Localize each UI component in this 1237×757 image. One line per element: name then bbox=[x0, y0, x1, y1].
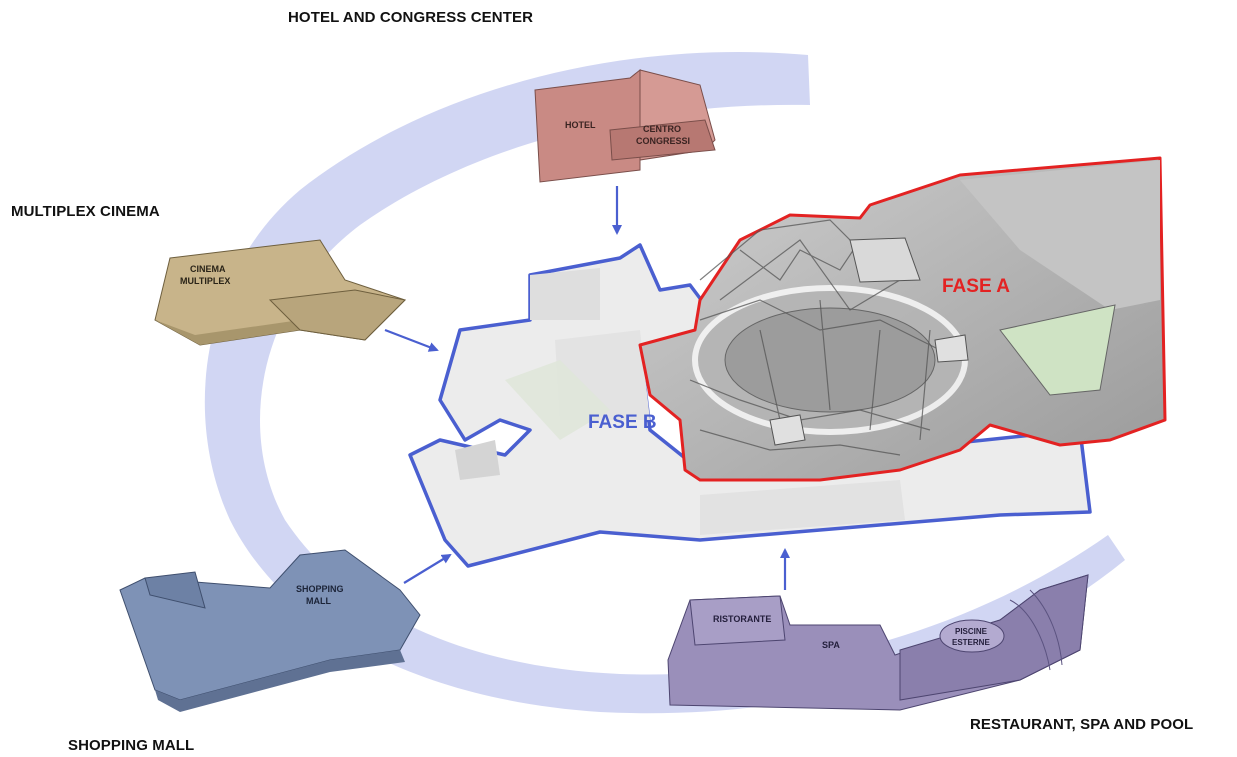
shopping-arrow bbox=[403, 553, 452, 584]
hotel-block: HOTEL CENTRO CONGRESSI bbox=[534, 68, 716, 183]
mall-label: MALL bbox=[306, 596, 331, 606]
multiplex-label: MULTIPLEX bbox=[180, 276, 230, 286]
shopping-block: SHOPPING MALL bbox=[119, 549, 421, 712]
caption-restaurant-spa-pool: RESTAURANT, SPA AND POOL bbox=[970, 716, 1194, 733]
congressi-label: CONGRESSI bbox=[636, 136, 690, 146]
ristorante-label: RISTORANTE bbox=[713, 614, 771, 624]
phase-b-label: FASE B bbox=[588, 412, 657, 433]
connection-arrows bbox=[384, 186, 790, 590]
caption-hotel-congress: HOTEL AND CONGRESS CENTER bbox=[288, 9, 534, 26]
cinema-block: CINEMA MULTIPLEX bbox=[154, 239, 407, 346]
cinema-arrow bbox=[384, 328, 439, 352]
spa-block: RISTORANTE SPA PISCINE ESTERNE bbox=[667, 574, 1089, 711]
piscine-label: PISCINE bbox=[955, 627, 988, 636]
caption-shopping-mall: SHOPPING MALL bbox=[68, 737, 195, 754]
shopping-label: SHOPPING bbox=[296, 584, 344, 594]
centro-label: CENTRO bbox=[643, 124, 681, 134]
spa-label: SPA bbox=[822, 640, 840, 650]
caption-multiplex-cinema: MULTIPLEX CINEMA bbox=[11, 203, 160, 220]
phase-b-area bbox=[408, 243, 1092, 568]
phase-a-label: FASE A bbox=[942, 276, 1010, 297]
cinema-label: CINEMA bbox=[190, 264, 226, 274]
hotel-label: HOTEL bbox=[565, 120, 596, 130]
phase-a-area bbox=[638, 156, 1167, 482]
esterne-label: ESTERNE bbox=[952, 638, 990, 647]
